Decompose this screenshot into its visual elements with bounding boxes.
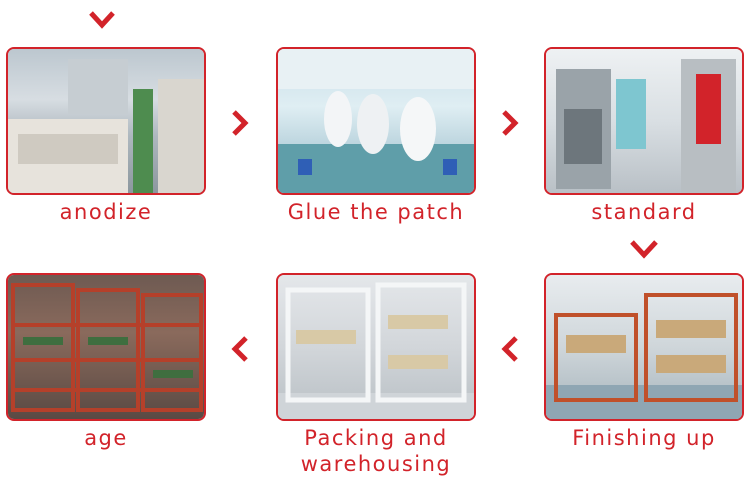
testing-machines-photo [546, 49, 742, 193]
step-photo-frame [276, 47, 476, 195]
chevron-left-icon [230, 334, 250, 364]
step-caption: anodize [59, 200, 153, 224]
step-caption: Finishing up [572, 426, 716, 450]
warehouse-shelves-photo [278, 275, 474, 419]
finished-goods-racks-photo [546, 275, 742, 419]
step-photo-frame [544, 47, 744, 195]
cleanroom-workers-photo [278, 49, 474, 193]
step-photo-frame [276, 273, 476, 421]
anodizing-line-photo [8, 49, 204, 193]
chevron-right-icon [230, 108, 250, 138]
step-caption: standard [591, 200, 697, 224]
step-photo-frame [6, 273, 206, 421]
step-caption-line-2: warehousing [300, 452, 452, 476]
step-caption: Glue the patch [287, 200, 465, 224]
step-photo-frame [6, 47, 206, 195]
chevron-right-icon [500, 108, 520, 138]
chevron-down-icon [88, 10, 116, 30]
aging-racks-photo [8, 275, 204, 419]
step-caption-line-1: Packing and [304, 426, 448, 450]
chevron-left-icon [500, 334, 520, 364]
step-caption: age [84, 426, 128, 450]
step-photo-frame [544, 273, 744, 421]
chevron-down-icon [628, 238, 660, 260]
